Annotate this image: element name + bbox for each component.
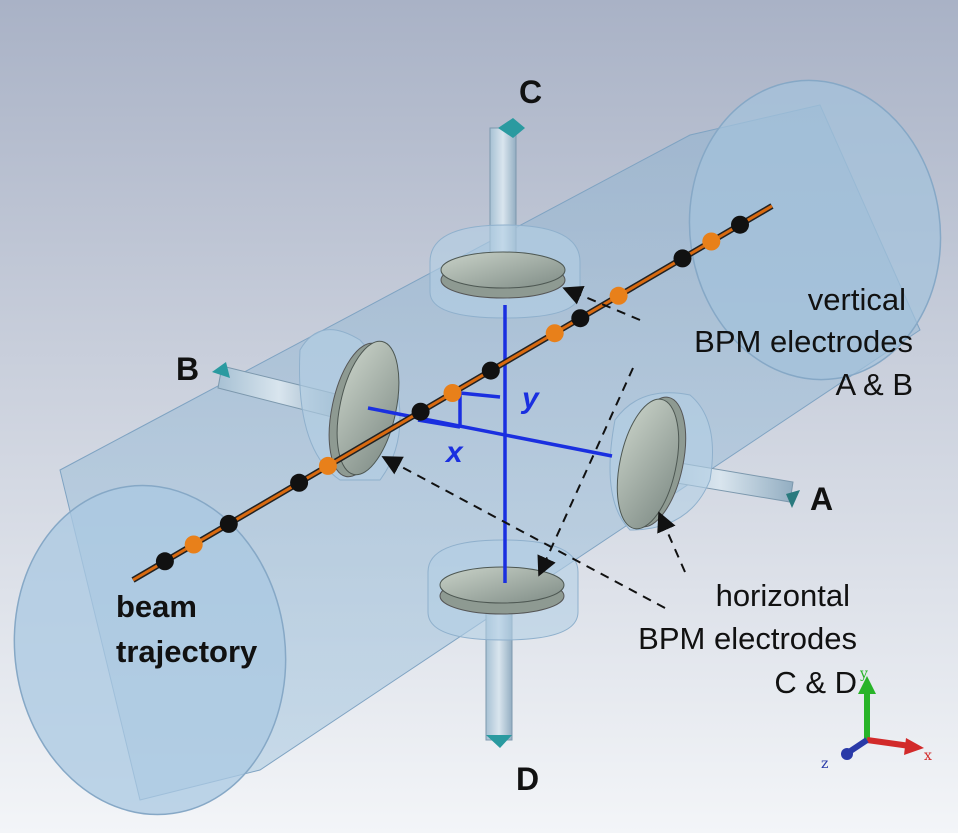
beam-trajectory-note: beam trajectory [116,589,258,669]
bunch-black [155,552,174,571]
leader-horizontal-to-a [657,511,686,573]
horizontal-note-line-1: horizontal [716,578,850,613]
beam-bunches [155,215,749,571]
port-label-d: D [516,761,539,797]
port-a-arrow [786,490,800,508]
port-c-arrow [498,118,525,138]
bunch-orange [184,535,203,554]
leader-arrows [381,285,686,609]
triad-label-z: z [821,756,828,772]
bunch-orange [318,456,337,475]
beam-pipe [13,79,942,816]
triad-label-y: y [859,666,868,682]
axis-triad: y x z [821,666,932,772]
horizontal-note-line-3: C & D [774,665,857,700]
port-d-arrow [486,735,512,748]
bunch-black [290,473,309,492]
bunch-black [571,309,590,328]
port-label-b: B [176,351,199,387]
bunch-orange [702,232,721,251]
port-b-arrow [212,362,230,378]
beam-note-line-2: trajectory [116,634,258,669]
coord-label-x: x [444,436,464,469]
leader-vertical-to-d [537,367,634,577]
horizontal-note-line-2: BPM electrodes [638,621,857,656]
leader-horizontal-to-b [381,456,666,609]
y-offset-top [459,391,501,399]
horizontal-electrodes-note: horizontal BPM electrodes C & D [638,578,857,700]
bunch-orange [545,324,564,343]
vertical-note-line-3: A & B [835,367,913,402]
bunch-black [731,215,749,234]
bunch-orange [443,384,462,402]
vertical-note-line-1: vertical [808,282,906,317]
vertical-electrodes-note: vertical BPM electrodes A & B [694,282,913,402]
bunch-black [673,249,692,268]
triad-label-x: x [924,748,932,764]
electrode-c [429,118,581,319]
bunch-black [481,361,500,380]
bunch-black [411,402,430,421]
beam-note-line-1: beam [116,589,197,624]
bunch-orange [609,286,628,305]
port-label-a: A [810,481,833,517]
leader-vertical-to-c [562,285,641,321]
triad-x-axis [866,737,911,749]
port-label-c: C [519,74,542,110]
electrode-a [609,392,800,531]
vertical-note-line-2: BPM electrodes [694,324,913,359]
x-offset-line [417,418,461,429]
coord-label-y: y [520,382,540,415]
bunch-black [219,514,238,533]
